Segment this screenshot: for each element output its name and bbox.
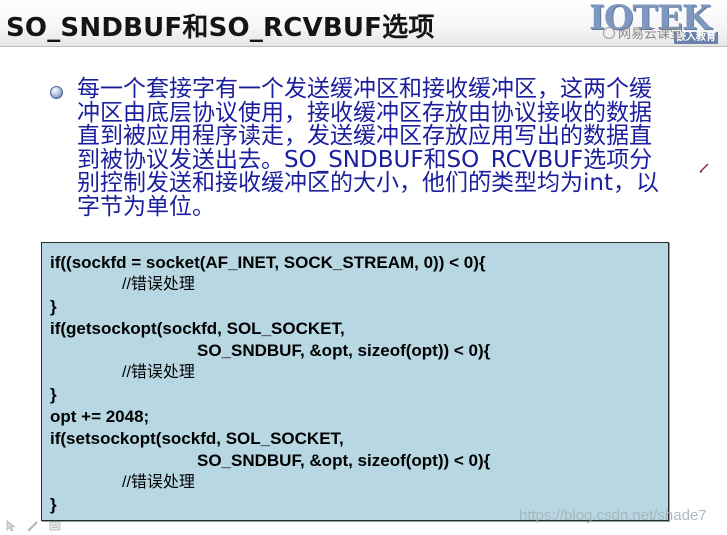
code-line: SO_SNDBUF, &opt, sizeof(opt)) < 0){	[197, 451, 491, 470]
code-line: }	[50, 495, 57, 514]
slide-title: SO_SNDBUF和SO_RCVBUF选项	[6, 13, 435, 43]
pen-cursor-icon	[699, 163, 709, 173]
slide-menu-icon[interactable]	[48, 519, 62, 533]
code-line-comment: //错误处理	[122, 474, 195, 491]
code-block: if((sockfd = socket(AF_INET, SOCK_STREAM…	[41, 242, 669, 521]
bullet-paragraph: 每一个套接字有一个发送缓冲区和接收缓冲区，这两个缓冲区由底层协议使用，接收缓冲区…	[77, 76, 659, 220]
code-line: if((sockfd = socket(AF_INET, SOCK_STREAM…	[50, 253, 486, 272]
platform-watermark: 网易云课堂	[603, 27, 683, 43]
logo-subtitle: 嵌入教育	[674, 32, 718, 44]
code-line-comment: //错误处理	[122, 364, 195, 381]
code-line: if(setsockopt(sockfd, SOL_SOCKET,	[50, 429, 344, 448]
pen-tool-icon[interactable]	[26, 519, 40, 533]
bullet-orb-icon	[50, 86, 63, 99]
platform-watermark-text: 网易云课堂	[618, 27, 684, 42]
code-line: SO_SNDBUF, &opt, sizeof(opt)) < 0){	[197, 341, 491, 360]
code-line-comment: //错误处理	[122, 276, 195, 293]
slideshow-toolbar	[0, 519, 80, 535]
brand-logo: IOTEK 嵌入教育	[583, 0, 727, 46]
blog-watermark: https://blog.csdn.net/shade7	[519, 507, 707, 524]
code-line: }	[50, 385, 57, 404]
platform-watermark-icon	[603, 27, 615, 39]
code-line: }	[50, 297, 57, 316]
pointer-arrow-icon[interactable]	[4, 519, 18, 533]
code-line: if(getsockopt(sockfd, SOL_SOCKET,	[50, 319, 345, 338]
code-line: opt += 2048;	[50, 407, 150, 426]
slide-title-bar: SO_SNDBUF和SO_RCVBUF选项	[0, 0, 727, 47]
